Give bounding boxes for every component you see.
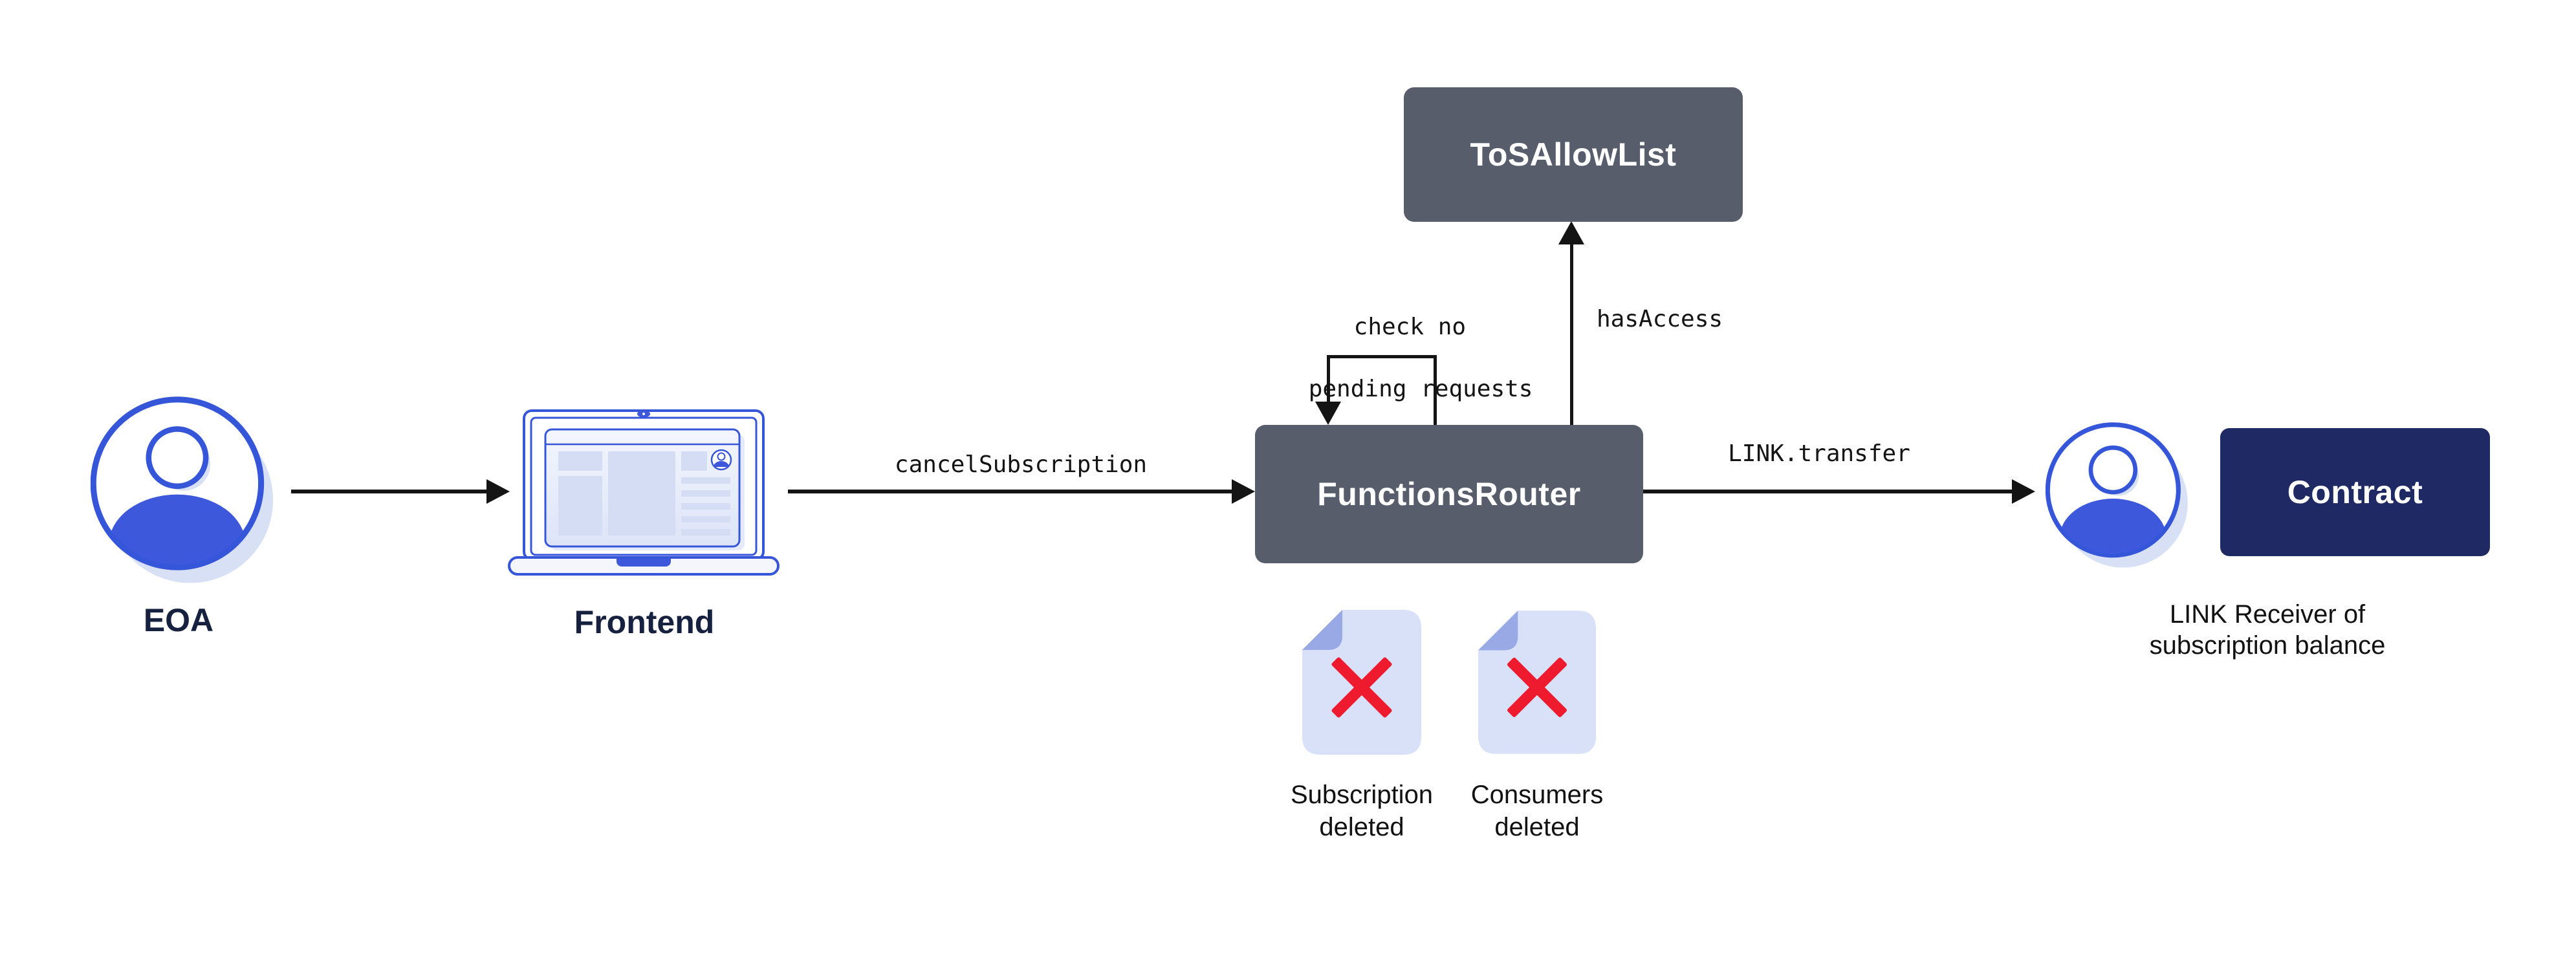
contract-label: Contract bbox=[2287, 474, 2423, 510]
self-loop-arrowhead bbox=[1315, 402, 1341, 425]
link-receiver-caption: LINK Receiver of subscription balance bbox=[2106, 599, 2429, 661]
frontend-label: Frontend bbox=[574, 604, 715, 640]
arrowhead-router-to-tos bbox=[1558, 221, 1584, 244]
consumers-deleted-line1: Consumers bbox=[1470, 781, 1604, 809]
person-head-outline bbox=[146, 426, 209, 490]
laptop-camera-dot bbox=[642, 413, 645, 415]
arrow-eoa-to-frontend bbox=[291, 490, 486, 493]
self-loop-top-line bbox=[1327, 355, 1437, 358]
contract-node: Contract bbox=[2220, 428, 2490, 556]
frontend-laptop-icon bbox=[508, 409, 780, 576]
person-head bbox=[2092, 449, 2134, 491]
right-line-1 bbox=[681, 477, 730, 484]
consumers-deleted-line2: deleted bbox=[1494, 813, 1580, 841]
consumers-deleted-document-icon bbox=[1478, 610, 1596, 754]
delete-x-icon bbox=[1507, 657, 1567, 717]
person-head-outline bbox=[2088, 445, 2138, 495]
functions-router-node: FunctionsRouter bbox=[1255, 425, 1643, 563]
right-line-2 bbox=[681, 490, 730, 497]
arrow-frontend-to-router bbox=[788, 490, 1232, 493]
arrowhead-eoa-to-frontend bbox=[486, 479, 510, 504]
laptop-base-notch bbox=[617, 559, 671, 567]
right-line-3 bbox=[681, 503, 730, 510]
subscription-deleted-document-icon bbox=[1302, 610, 1421, 755]
right-header-block bbox=[681, 451, 707, 471]
eoa-person-icon bbox=[91, 396, 274, 583]
document-fold bbox=[1478, 610, 1518, 651]
cancel-subscription-label: cancelSubscription bbox=[894, 451, 1148, 478]
self-loop-left-line bbox=[1327, 355, 1330, 402]
has-access-label: hasAccess bbox=[1597, 306, 1723, 332]
person-head bbox=[150, 431, 204, 484]
main-content-block bbox=[608, 451, 675, 535]
subscription-deleted-caption: Subscription deleted bbox=[1265, 779, 1459, 843]
link-receiver-caption-line2: subscription balance bbox=[2149, 631, 2386, 660]
arrow-router-to-tos bbox=[1570, 243, 1573, 425]
right-line-4 bbox=[681, 516, 730, 523]
browser-avatar-head bbox=[717, 452, 726, 461]
functions-router-label: FunctionsRouter bbox=[1317, 476, 1581, 512]
self-loop-label-line2: pending requests bbox=[1308, 376, 1533, 402]
document-fold bbox=[1302, 610, 1342, 650]
subscription-deleted-line1: Subscription bbox=[1290, 781, 1434, 809]
tos-allow-list-label: ToSAllowList bbox=[1470, 136, 1677, 173]
consumers-deleted-caption: Consumers deleted bbox=[1440, 779, 1634, 843]
arrowhead-frontend-to-router bbox=[1232, 479, 1255, 504]
person-body bbox=[2060, 499, 2167, 554]
self-loop-label: check no pending requests bbox=[1252, 281, 1533, 436]
link-receiver-person-icon bbox=[2046, 422, 2188, 568]
link-receiver-caption-line1: LINK Receiver of bbox=[2169, 600, 2366, 629]
sidebar-block-2 bbox=[558, 476, 602, 535]
eoa-label: EOA bbox=[143, 602, 214, 638]
subscription-deleted-line2: deleted bbox=[1319, 813, 1404, 841]
self-loop-label-line1: check no bbox=[1353, 314, 1467, 340]
person-body bbox=[109, 494, 246, 565]
arrow-router-to-receiver bbox=[1643, 490, 2012, 493]
link-transfer-label: LINK.transfer bbox=[1728, 440, 1910, 467]
delete-x-icon bbox=[1331, 657, 1392, 718]
sidebar-block-1 bbox=[558, 451, 602, 471]
tos-allow-list-node: ToSAllowList bbox=[1404, 87, 1743, 222]
right-line-5 bbox=[681, 529, 730, 535]
browser-avatar-body bbox=[714, 461, 729, 467]
self-loop-right-line bbox=[1434, 355, 1437, 425]
arrowhead-router-to-receiver bbox=[2012, 479, 2035, 504]
